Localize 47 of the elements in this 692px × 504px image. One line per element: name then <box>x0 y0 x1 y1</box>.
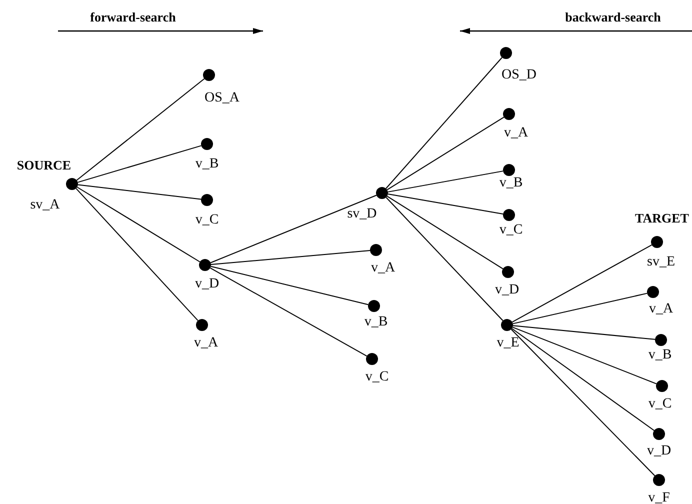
vertex-label: v_C <box>499 222 523 238</box>
vertex-label: v_C <box>195 212 219 228</box>
vertex-label: sv_A <box>30 198 60 212</box>
vertex-label: v_B <box>195 156 219 172</box>
vertex-label: v_A <box>370 260 396 276</box>
tree-edge <box>76 188 198 322</box>
terminal-heading: SOURCE <box>16 158 72 172</box>
tree-edge <box>510 328 656 476</box>
vertex-label: v_A <box>194 336 218 350</box>
tree-edge <box>511 328 655 431</box>
vertex-label: OS_D <box>502 68 536 82</box>
tree-edge <box>77 184 202 200</box>
tree-edge <box>386 196 504 270</box>
tree-edge <box>387 194 504 214</box>
vertex-label: v_D <box>494 282 520 298</box>
tree-edge <box>386 196 504 322</box>
vertex-label: v_B <box>648 348 672 362</box>
vertex-label: v_A <box>648 302 674 316</box>
tree-edge <box>387 170 504 192</box>
tree-edge <box>210 266 369 306</box>
search-direction-label: forward-search <box>90 10 176 24</box>
tree-edge <box>512 326 657 384</box>
vertex-label: v_C <box>365 370 389 384</box>
vertex-label: v_D <box>194 276 220 292</box>
vertex-label: v_C <box>648 396 672 412</box>
tree-edge <box>512 325 656 340</box>
vertex-label: v_A <box>504 126 528 140</box>
vertex-label: v_D <box>646 444 672 458</box>
vertex-label: sv_E <box>647 254 675 270</box>
vertex-label: v_B <box>499 176 523 190</box>
vertex-label: v_F <box>648 490 670 504</box>
vertex-label: v_E <box>496 336 520 350</box>
tree-edge <box>210 250 371 265</box>
terminal-heading: TARGET <box>635 210 689 226</box>
tree-edge <box>210 267 368 357</box>
tree-edge <box>385 57 503 189</box>
tree-edge <box>512 292 648 324</box>
tree-edge <box>76 186 200 262</box>
tree-edge <box>210 194 377 264</box>
vertex-label: sv_D <box>347 206 377 222</box>
vertex-label: OS_A <box>204 90 240 106</box>
tree-edge <box>77 145 202 183</box>
tree-edge <box>386 116 504 190</box>
search-direction-label: backward-search <box>565 10 661 24</box>
tree-edge <box>512 244 652 323</box>
tree-edge <box>76 78 205 181</box>
vertex-label: v_B <box>364 314 388 330</box>
